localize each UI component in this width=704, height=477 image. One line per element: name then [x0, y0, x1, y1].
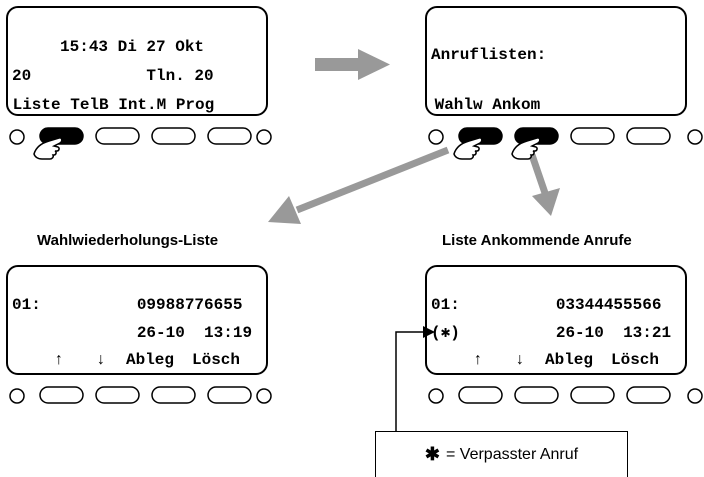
lcd-redial-list: 01: 09988776655 26-10 13:19 ↑ ↓ Ableg Lö…: [6, 265, 268, 375]
softkey-4[interactable]: [626, 386, 671, 404]
lcd-lists-menu: Anruflisten: Wahlw Ankom: [425, 6, 687, 116]
softkey-2[interactable]: [514, 386, 559, 404]
incoming-list-heading: Liste Ankommende Anrufe: [442, 232, 632, 249]
incoming-entry-number: 01: 03344455566: [431, 296, 662, 314]
home-softkey-labels: Liste TelB Int.M Prog: [3, 96, 215, 114]
nav-button-right[interactable]: [687, 388, 703, 404]
nav-button-right[interactable]: [256, 388, 272, 404]
redial-list-heading: Wahlwiederholungs-Liste: [37, 232, 219, 249]
legend-box: ✱ = Verpasster Anruf: [375, 431, 628, 477]
flow-arrow-right: [315, 49, 390, 80]
keypad-row-incoming: [428, 386, 703, 404]
lcd-incoming-list: 01: 03344455566 (✱) 26-10 13:21 ↑ ↓ Able…: [425, 265, 687, 375]
nav-button-right[interactable]: [256, 129, 272, 145]
nav-button-left[interactable]: [428, 388, 444, 404]
home-extension: 20 Tln. 20: [12, 67, 214, 85]
redial-entry-datetime: 26-10 13:19: [12, 324, 253, 342]
flow-arrow-to-incoming: [528, 153, 560, 216]
softkey-3[interactable]: [151, 127, 196, 145]
home-datetime: 15:43 Di 27 Okt: [12, 38, 205, 56]
softkey-label-loesch: Lösch: [192, 351, 241, 369]
legend-callout-line: [395, 326, 435, 431]
softkey-label-up: ↑: [54, 351, 64, 369]
redial-entry-number: 01: 09988776655: [12, 296, 243, 314]
softkey-label-down: ↓: [515, 351, 525, 369]
softkey-4[interactable]: [626, 127, 671, 145]
softkey-2[interactable]: [95, 127, 140, 145]
keypad-row-lists-menu: [428, 127, 703, 145]
lists-menu-title: Anruflisten:: [431, 46, 547, 64]
softkey-4[interactable]: [207, 127, 252, 145]
lists-menu-softkey-labels: Wahlw Ankom: [425, 96, 541, 114]
incoming-entry-datetime: (✱) 26-10 13:21: [431, 324, 672, 342]
flow-arrow-to-redial: [268, 146, 450, 224]
softkey-label-loesch: Lösch: [611, 351, 660, 369]
pointing-hand-icon: [33, 137, 63, 160]
softkey-1[interactable]: [39, 386, 84, 404]
pointing-hand-icon: [511, 137, 541, 160]
keypad-row-home: [9, 127, 272, 145]
nav-button-right[interactable]: [687, 129, 703, 145]
softkey-label-up: ↑: [473, 351, 483, 369]
lcd-home: 15:43 Di 27 Okt 20 Tln. 20 Liste TelB In…: [6, 6, 268, 116]
nav-button-left[interactable]: [9, 129, 25, 145]
softkey-1[interactable]: [458, 386, 503, 404]
softkey-3[interactable]: [151, 386, 196, 404]
softkey-4[interactable]: [207, 386, 252, 404]
softkey-3[interactable]: [570, 127, 615, 145]
softkey-3[interactable]: [570, 386, 615, 404]
pointing-hand-icon: [453, 137, 483, 160]
nav-button-left[interactable]: [9, 388, 25, 404]
softkey-2[interactable]: [95, 386, 140, 404]
softkey-label-ableg: Ableg: [545, 351, 594, 369]
nav-button-left[interactable]: [428, 129, 444, 145]
legend-text: = Verpasster Anruf: [446, 445, 579, 463]
keypad-row-redial: [9, 386, 272, 404]
softkey-label-down: ↓: [96, 351, 106, 369]
asterisk-icon: ✱: [424, 444, 440, 464]
softkey-label-ableg: Ableg: [126, 351, 175, 369]
